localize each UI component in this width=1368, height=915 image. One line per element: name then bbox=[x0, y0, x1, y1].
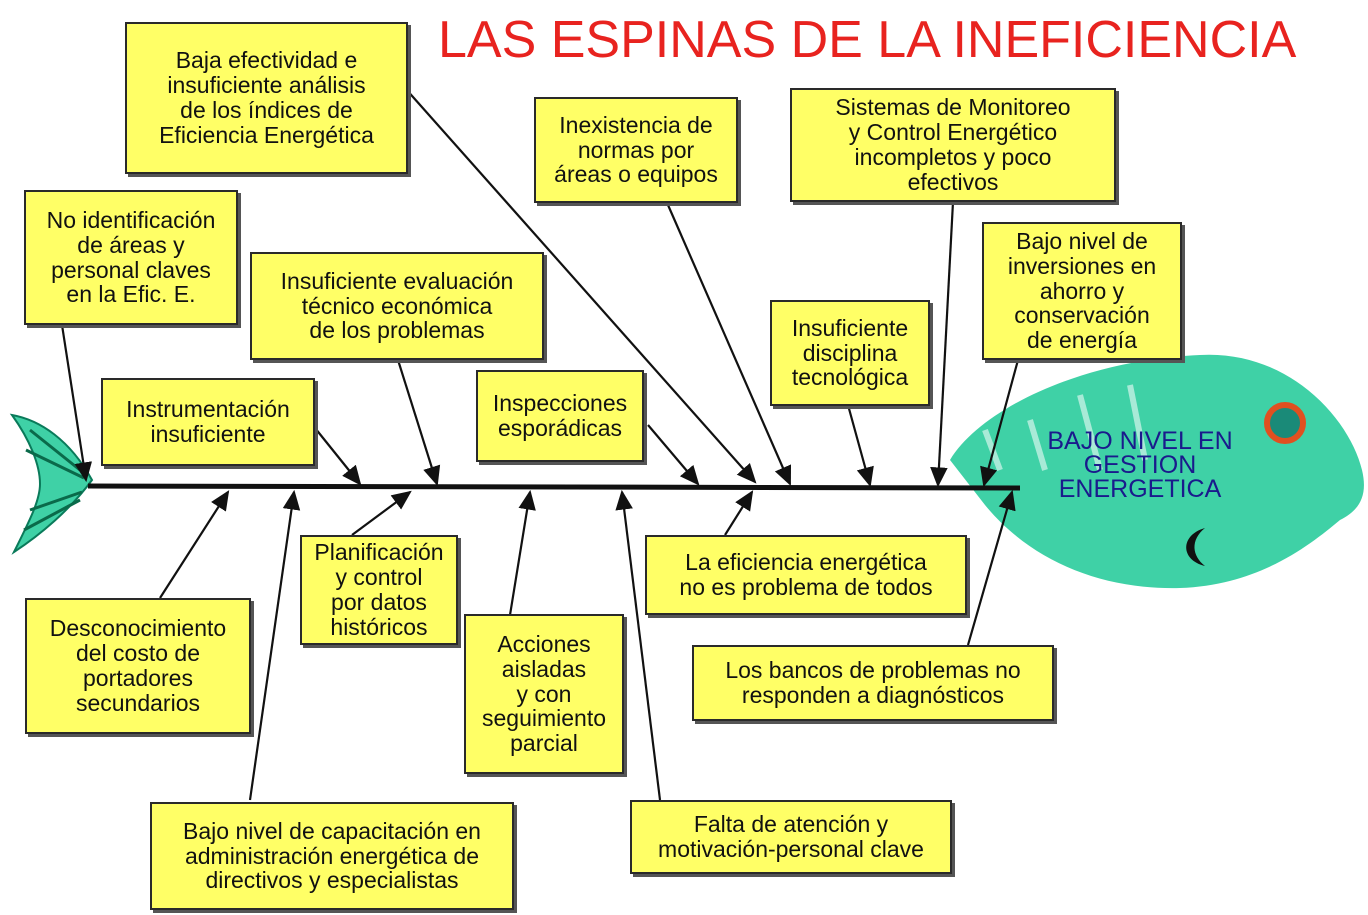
cause-text: Baja efectividad e insuficiente análisis… bbox=[159, 47, 374, 148]
cause-box: Falta de atención y motivación-personal … bbox=[630, 800, 952, 874]
diagram-title: LAS ESPINAS DE LA INEFICIENCIA bbox=[438, 11, 1297, 69]
cause-box: La eficiencia energética no es problema … bbox=[645, 535, 967, 615]
cause-text: Bajo nivel de capacitación en administra… bbox=[183, 817, 481, 894]
cause-text: Instrumentación insuficiente bbox=[126, 396, 290, 447]
cause-box: Bajo nivel de inversiones en ahorro y co… bbox=[982, 222, 1182, 360]
cause-text: Sistemas de Monitoreo y Control Energéti… bbox=[835, 94, 1071, 195]
arrow-top-9 bbox=[980, 359, 1020, 488]
cause-text: Falta de atención y motivación-personal … bbox=[658, 811, 924, 862]
cause-box: No identificación de áreas y personal cl… bbox=[24, 190, 238, 325]
arrow-bottom-1 bbox=[351, 490, 412, 536]
arrow-bottom-2 bbox=[159, 490, 230, 599]
arrow-bottom-5 bbox=[966, 489, 1016, 646]
arrow-top-4 bbox=[314, 427, 362, 486]
arrow-top-3 bbox=[396, 359, 441, 487]
arrow-top-7 bbox=[846, 404, 874, 488]
cause-box: Sistemas de Monitoreo y Control Energéti… bbox=[790, 88, 1116, 202]
arrow-top-8 bbox=[930, 201, 955, 488]
cause-text: Insuficiente disciplina tecnológica bbox=[791, 314, 909, 391]
cause-box: Los bancos de problemas no responden a d… bbox=[692, 645, 1054, 721]
cause-box: Baja efectividad e insuficiente análisis… bbox=[125, 22, 408, 174]
cause-box: Bajo nivel de capacitación en administra… bbox=[150, 802, 514, 910]
cause-text: Acciones aisladas y con seguimiento parc… bbox=[481, 630, 607, 757]
cause-box: Planificación y control por datos histór… bbox=[300, 535, 458, 645]
cause-text: Desconocimiento del costo de portadores … bbox=[49, 615, 227, 716]
arrow-bottom-3 bbox=[508, 489, 536, 616]
fish-spine bbox=[87, 483, 1021, 491]
cause-text: Inspecciones esporádicas bbox=[492, 390, 628, 441]
cause-text: No identificación de áreas y personal cl… bbox=[46, 206, 216, 308]
fish-eye-icon bbox=[1264, 402, 1306, 444]
arrow-bottom-6 bbox=[615, 489, 662, 801]
cause-text: La eficiencia energética no es problema … bbox=[679, 549, 933, 600]
cause-box: Instrumentación insuficiente bbox=[101, 378, 315, 466]
cause-text: Planificación y control por datos histór… bbox=[314, 539, 444, 640]
fish-tail bbox=[9, 413, 94, 555]
cause-text: Insuficiente evaluación técnico económic… bbox=[280, 267, 514, 344]
arrow-top-5 bbox=[647, 424, 700, 486]
arrow-bottom-4 bbox=[724, 490, 754, 536]
cause-box: Insuficiente evaluación técnico económic… bbox=[250, 252, 544, 360]
cause-text: Inexistencia de normas por áreas o equip… bbox=[554, 111, 718, 188]
arrow-bottom-7 bbox=[248, 489, 301, 801]
arrow-top-6 bbox=[666, 204, 792, 487]
cause-text: Bajo nivel de inversiones en ahorro y co… bbox=[1007, 227, 1157, 354]
arrow-top-1 bbox=[404, 87, 757, 484]
cause-box: Desconocimiento del costo de portadores … bbox=[25, 598, 251, 734]
cause-text: Los bancos de problemas no responden a d… bbox=[725, 657, 1021, 708]
cause-box: Inspecciones esporádicas bbox=[476, 370, 644, 462]
effect-label: BAJO NIVEL EN GESTION ENERGETICA bbox=[1047, 427, 1233, 503]
cause-box: Acciones aisladas y con seguimiento parc… bbox=[464, 614, 624, 774]
cause-box: Inexistencia de normas por áreas o equip… bbox=[534, 97, 738, 203]
arrow-top-2 bbox=[60, 324, 93, 483]
cause-box: Insuficiente disciplina tecnológica bbox=[770, 300, 930, 406]
